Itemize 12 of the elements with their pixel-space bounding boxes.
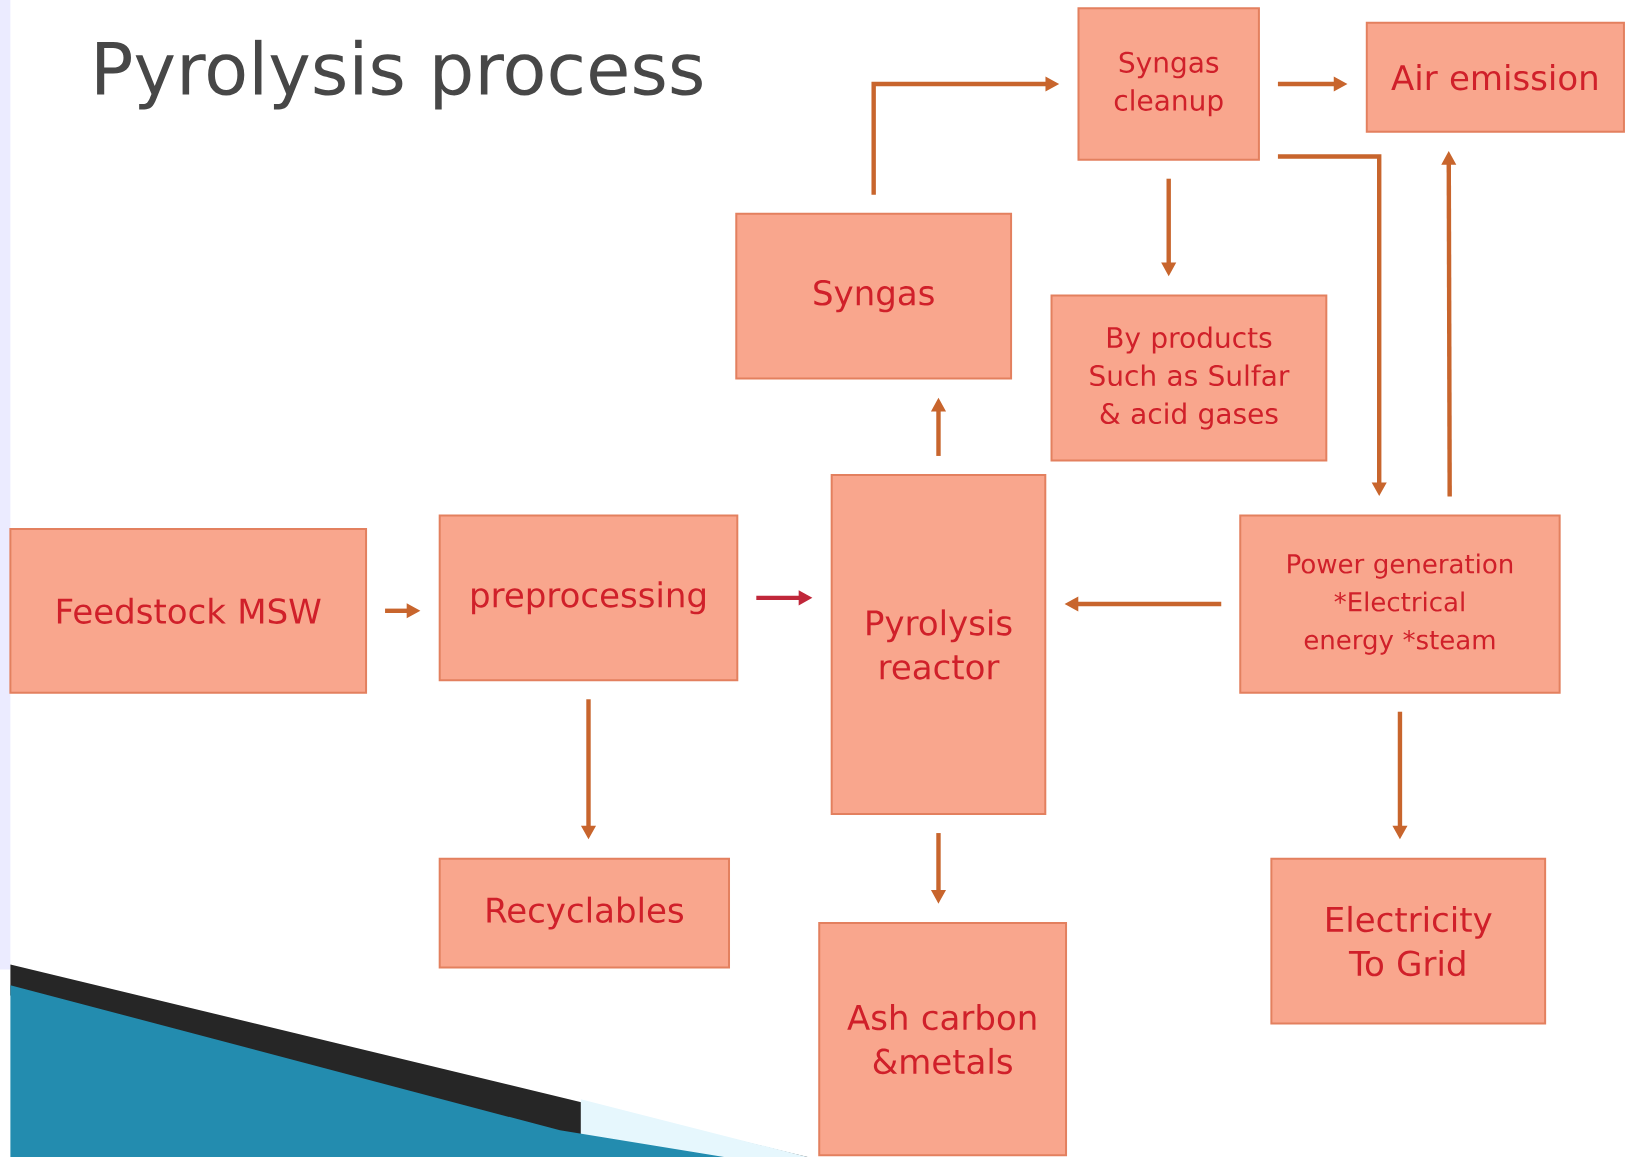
process-box: Syngas cleanup	[1077, 7, 1260, 161]
process-box: Power generation *Electrical energy *steam	[1239, 514, 1561, 694]
process-box: Syngas	[735, 212, 1013, 380]
process-box: Ash carbon &metals	[818, 921, 1068, 1157]
process-box: Pyrolysis reactor	[830, 473, 1047, 815]
process-box: Recyclables	[438, 857, 730, 969]
process-box: Feedstock MSW	[9, 527, 368, 694]
process-box: By products Such as Sulfar & acid gases	[1050, 294, 1328, 462]
process-box: preprocessing	[438, 514, 739, 682]
process-box: Air emission	[1365, 21, 1625, 133]
title: Pyrolysis process	[97, 39, 702, 110]
process-box: Electricity To Grid	[1270, 857, 1547, 1025]
